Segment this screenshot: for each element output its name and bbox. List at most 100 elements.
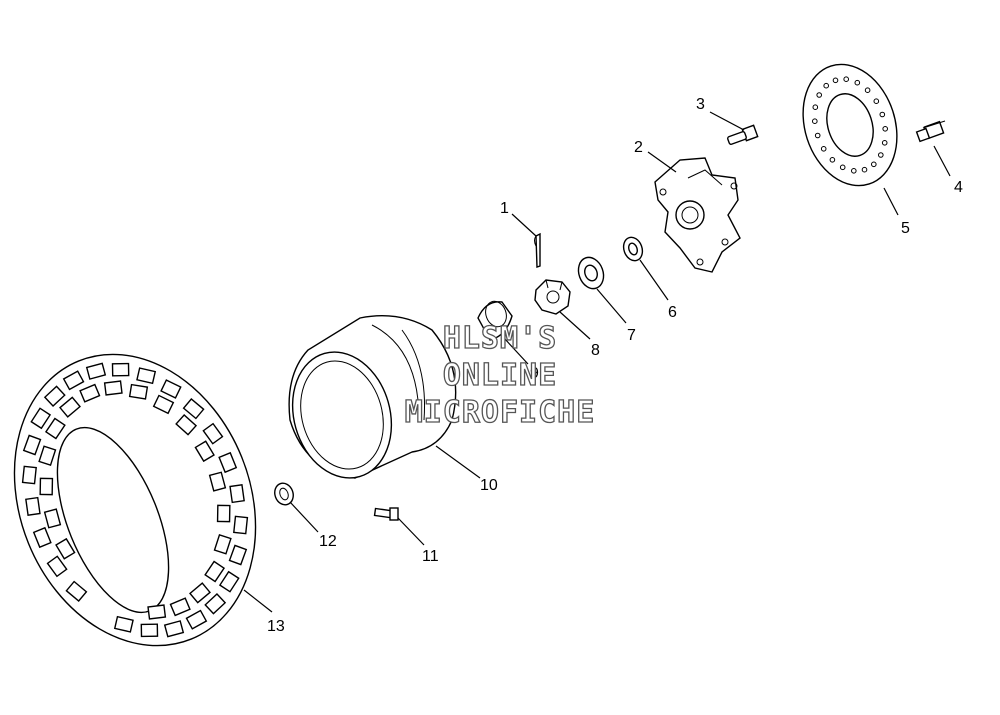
castle-nut	[534, 279, 571, 315]
small-washer	[622, 236, 644, 262]
tread-block	[202, 422, 224, 445]
tread-block	[185, 609, 208, 630]
tread-block	[228, 544, 248, 566]
tread-block	[43, 385, 66, 408]
watermark: HLSM'S ONLINE MICROFICHE	[404, 320, 596, 430]
disc-hole	[861, 166, 868, 173]
callout-9: 9	[530, 365, 539, 382]
disc-hole	[814, 132, 821, 139]
tread-block	[22, 434, 42, 456]
tread-block	[218, 451, 238, 474]
large-washer	[577, 256, 605, 290]
tread-block	[38, 445, 57, 467]
tread-block	[229, 484, 245, 504]
disc-hole	[851, 168, 857, 174]
disc-hole	[832, 77, 839, 84]
tread-block	[152, 394, 175, 415]
tread-block	[169, 597, 191, 617]
tread-block	[43, 508, 62, 529]
tread-block	[30, 407, 52, 430]
brake-disc	[802, 63, 898, 187]
callout-3: 3	[696, 96, 705, 113]
tread-block	[25, 496, 41, 516]
tread-block	[46, 555, 68, 578]
callout-1: 1	[500, 200, 509, 217]
disc-hole	[820, 146, 827, 152]
disc-hole	[823, 82, 830, 89]
tread-block	[189, 582, 211, 604]
tread-block	[204, 592, 227, 615]
disc-hole	[829, 157, 836, 163]
tread-block	[160, 379, 182, 399]
watermark-line2: ONLINE	[443, 358, 557, 393]
disc-hole	[881, 140, 888, 146]
disc-hole	[812, 104, 819, 110]
valve-stem	[373, 507, 399, 521]
callout-4: 4	[954, 179, 963, 196]
lug-nut	[274, 482, 294, 506]
disc-hole	[839, 164, 846, 171]
leader-lines	[243, 111, 951, 613]
wheel-rim	[288, 315, 457, 479]
callout-labels: 1 2 3 4 5 6 7 8 9 10 11 12 13	[267, 96, 963, 635]
watermark-line1: HLSM'S	[443, 321, 557, 356]
tread-block	[113, 615, 134, 633]
leader-8	[559, 311, 591, 340]
tread-block	[62, 370, 85, 391]
tread-block	[182, 397, 205, 420]
tread-block	[21, 465, 37, 485]
tread-block	[163, 620, 185, 638]
disc-hole	[871, 161, 877, 168]
disc-hole	[864, 87, 871, 93]
disc-hole	[843, 76, 850, 82]
tread-block	[233, 515, 249, 535]
tread-block	[39, 477, 54, 496]
leader-12	[289, 501, 319, 533]
tread-block	[85, 362, 107, 380]
tread-block	[111, 362, 130, 377]
tread-block	[79, 383, 101, 403]
tread-block	[208, 471, 227, 492]
tread-block	[59, 396, 81, 418]
disc-hole	[882, 126, 889, 132]
tread-block	[44, 417, 66, 440]
disc-hole	[854, 79, 861, 86]
leader-2	[647, 151, 677, 173]
callout-2: 2	[634, 139, 643, 156]
leader-1	[511, 213, 537, 237]
callout-11: 11	[422, 548, 439, 565]
leader-4	[933, 145, 951, 177]
leader-11	[397, 517, 425, 546]
watermark-line3: MICROFICHE	[405, 395, 596, 430]
callout-8: 8	[591, 342, 600, 359]
wheel-hub	[654, 157, 741, 273]
disc-bolt	[915, 120, 946, 143]
disc-hole	[878, 152, 884, 158]
tire-tread-blocks	[21, 362, 249, 638]
tread-block	[204, 560, 226, 583]
leader-3	[709, 111, 745, 131]
brake-disc-holes	[812, 76, 889, 174]
tread-block	[136, 367, 157, 385]
leader-13	[243, 589, 273, 613]
tread-block	[175, 413, 198, 436]
disc-hole	[812, 118, 818, 124]
tread-block	[140, 623, 159, 638]
hub-bolt	[727, 124, 759, 145]
leader-5	[883, 187, 899, 216]
callout-6: 6	[668, 304, 677, 321]
spacer	[477, 300, 513, 341]
callout-12: 12	[319, 533, 337, 550]
tread-block	[103, 380, 123, 396]
tread-block	[55, 537, 76, 560]
tread-block	[213, 533, 232, 555]
disc-hole	[873, 98, 880, 104]
callout-10: 10	[480, 477, 498, 494]
tire	[13, 353, 257, 647]
leader-9	[503, 337, 529, 365]
tread-block	[128, 383, 149, 400]
disc-hole	[879, 111, 886, 118]
callout-13: 13	[267, 618, 285, 635]
tread-block	[194, 440, 215, 463]
